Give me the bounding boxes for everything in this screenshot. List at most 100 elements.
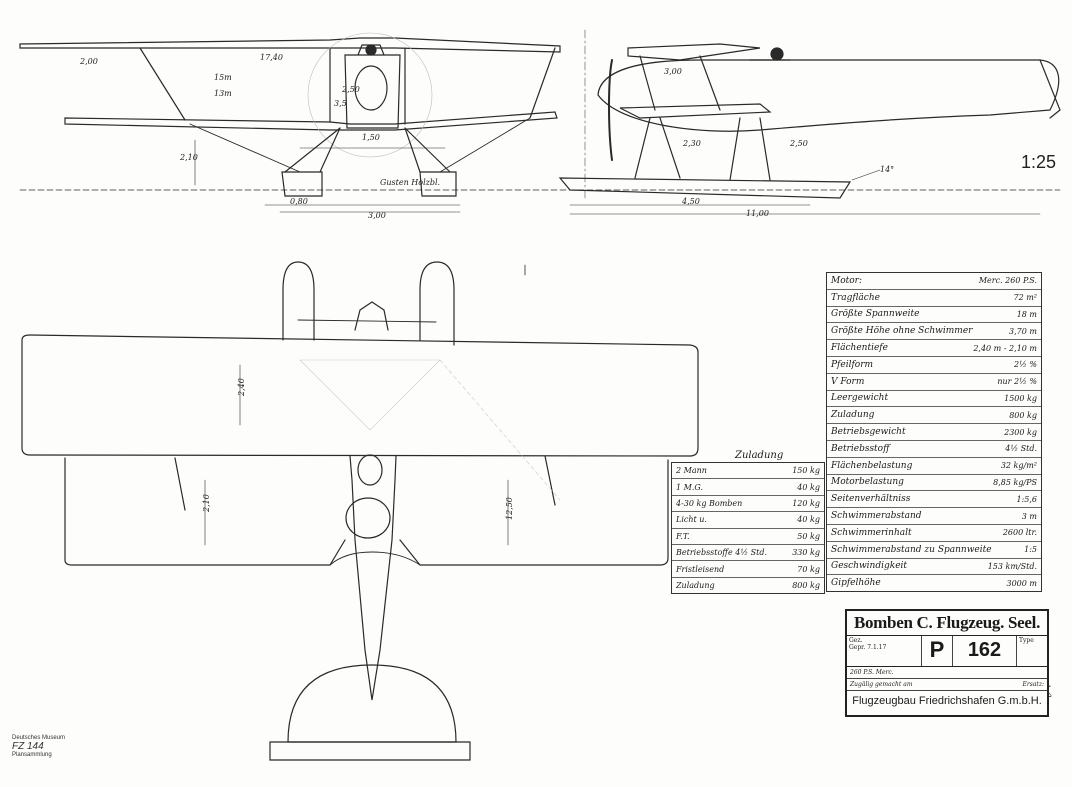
payload-row: Licht u. 40 kg bbox=[672, 512, 824, 529]
payload-value: 40 kg bbox=[797, 482, 820, 492]
payload-row: 1 M.G. 40 kg bbox=[672, 479, 824, 496]
payload-label: 2 Mann bbox=[676, 466, 707, 476]
dim-side-0: 3,00 bbox=[664, 67, 682, 76]
spec-row: Gipfelhöhe 3000 m bbox=[827, 575, 1041, 591]
spec-row: Zuladung 800 kg bbox=[827, 407, 1041, 425]
spec-label: Motorbelastung bbox=[831, 477, 904, 488]
payload-row: Betriebsstoffe 4½ Std. 330 kg bbox=[672, 545, 824, 562]
payload-label: F.T. bbox=[676, 531, 690, 541]
spec-value: 3000 m bbox=[1006, 578, 1038, 588]
payload-value: 120 kg bbox=[792, 498, 820, 508]
payload-label: Licht u. bbox=[676, 515, 707, 525]
payload-value: 800 kg bbox=[792, 580, 820, 590]
dim-front-3: 13m bbox=[214, 89, 232, 98]
spec-label: Schwimmerinhalt bbox=[831, 527, 912, 538]
museum-code: FZ 144 bbox=[12, 741, 44, 752]
payload-value: 70 kg bbox=[797, 564, 820, 574]
title-block-meta: Gez. Gepr. 7.1.17 bbox=[847, 636, 922, 666]
payload-label: 4-30 kg Bomben bbox=[676, 498, 743, 508]
spec-row: Schwimmerabstand 3 m bbox=[827, 508, 1041, 525]
dim-top-2: 12,50 bbox=[505, 497, 514, 520]
spec-value: 2,40 m - 2,10 m bbox=[973, 343, 1037, 353]
payload-value: 50 kg bbox=[797, 531, 820, 541]
payload-label: Betriebsstoffe 4½ Std. bbox=[676, 548, 767, 558]
dim-front-6: 2,10 bbox=[179, 153, 198, 162]
drawn-label: Gez. bbox=[849, 637, 863, 644]
spec-row: Leergewicht 1500 kg bbox=[827, 391, 1041, 408]
front-view bbox=[19, 32, 1061, 213]
spec-label: Gipfelhöhe bbox=[831, 578, 881, 589]
spec-value: 2½ % bbox=[1014, 360, 1037, 370]
dim-front-9: 0,80 bbox=[290, 197, 308, 206]
spec-label: Schwimmerabstand zu Spannweite bbox=[831, 544, 992, 555]
checked-label: Gepr. bbox=[849, 644, 866, 651]
dim-top-0: 2,40 bbox=[237, 378, 246, 397]
spec-row: Motor:Merc. 260 P.S. bbox=[827, 273, 1041, 290]
payload-row: 4-30 kg Bomben 120 kg bbox=[672, 496, 824, 513]
spec-value: 3 m bbox=[1021, 511, 1037, 521]
dim-front-2: 15m bbox=[214, 73, 232, 82]
spec-value: 1:5,6 bbox=[1016, 494, 1037, 504]
spec-value: 72 m² bbox=[1013, 293, 1037, 303]
drawing-number: 162 bbox=[953, 636, 1017, 666]
dim-side-2: 2,30 bbox=[682, 139, 701, 148]
spec-label: Betriebsstoff bbox=[831, 443, 890, 454]
payload-label: Zuladung bbox=[676, 580, 715, 590]
drawing-letter: P bbox=[922, 636, 953, 666]
payload-title: Zuladung bbox=[735, 450, 784, 461]
spec-row: Geschwindigkeit 153 km/Std. bbox=[827, 559, 1041, 576]
company-name: Flugzeugbau Friedrichshafen G.m.b.H. bbox=[852, 695, 1042, 707]
spec-label: Zuladung bbox=[831, 410, 875, 421]
spec-label: Motor: bbox=[831, 275, 863, 286]
made-for-row: Zugälig gemacht am Ersatz: bbox=[847, 679, 1047, 691]
dim-front-4: 2,50 bbox=[341, 85, 360, 94]
spec-value: 8,85 kg/PS bbox=[993, 477, 1037, 487]
spec-value: 153 km/Std. bbox=[987, 561, 1037, 571]
payload-label: 1 M.G. bbox=[676, 482, 704, 492]
spec-value: 800 kg bbox=[1009, 410, 1037, 420]
drawing-title: Bomben C. Flugzeug. Seel. bbox=[847, 611, 1047, 636]
payload-value: 150 kg bbox=[792, 466, 820, 476]
scale-label: 1:25 bbox=[1021, 152, 1057, 172]
spec-label: Leergewicht bbox=[831, 393, 889, 404]
spec-label: Schwimmerabstand bbox=[831, 511, 922, 522]
spec-label: Geschwindigkeit bbox=[831, 561, 908, 572]
made-for-label: Zugälig gemacht am bbox=[850, 681, 913, 688]
title-block-id-row: Gez. Gepr. 7.1.17 P 162 Type bbox=[847, 636, 1047, 667]
spec-label: Größte Höhe ohne Schwimmer bbox=[831, 326, 973, 337]
dim-side-1: 2,50 bbox=[789, 139, 808, 148]
museum-stamp: Deutsches Museum FZ 144 Plansammlung bbox=[12, 735, 65, 758]
dim-side-5: 11,00 bbox=[746, 209, 769, 218]
payload-row: F.T. 50 kg bbox=[672, 529, 824, 545]
museum-name: Deutsches Museum bbox=[12, 735, 66, 741]
replace-label: Ersatz: bbox=[1022, 681, 1045, 688]
spec-value: 1:5 bbox=[1024, 545, 1037, 555]
spec-label: Tragfläche bbox=[831, 292, 880, 303]
payload-row: Zuladung 800 kg bbox=[672, 578, 824, 593]
museum-collection: Plansammlung bbox=[12, 752, 52, 758]
spec-table: Motor:Merc. 260 P.S. Tragfläche 72 m² Größt… bbox=[826, 272, 1042, 593]
spec-value: 1500 kg bbox=[1004, 393, 1037, 403]
payload-value: 330 kg bbox=[792, 548, 820, 558]
dim-front-10: 3,00 bbox=[368, 211, 386, 220]
payload-value: 40 kg bbox=[797, 515, 820, 525]
spec-value: 3,70 m bbox=[1009, 326, 1037, 336]
spec-label: Betriebsgewicht bbox=[831, 427, 906, 438]
dim-front-5: 3,5 bbox=[334, 99, 347, 108]
dim-side-4: 4,50 bbox=[681, 197, 700, 206]
spec-row: Tragfläche 72 m² bbox=[827, 290, 1041, 307]
dim-front-8: Gusten Holzbl. bbox=[380, 178, 440, 187]
drawing-date: 7.1.17 bbox=[867, 644, 887, 651]
dim-top-1: 2,10 bbox=[202, 494, 211, 513]
spec-value: 18 m bbox=[1016, 309, 1037, 319]
spec-value: nur 2½ % bbox=[997, 377, 1037, 387]
